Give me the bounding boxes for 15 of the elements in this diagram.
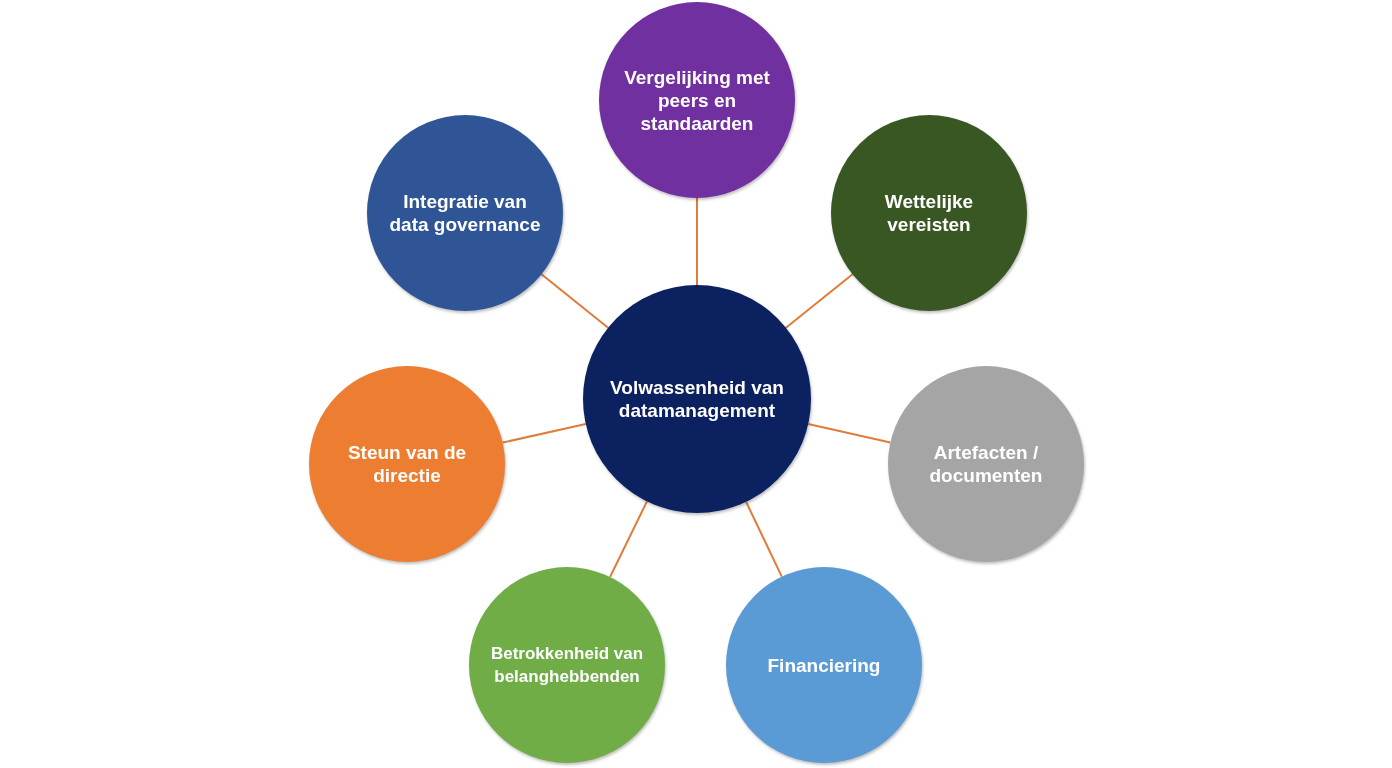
topic-label: Artefacten / documenten: [928, 441, 1044, 487]
connector-line: [745, 500, 783, 578]
topic-label: Betrokkenheid van belanghebbenden: [489, 643, 645, 688]
topic-label: Wettelijke vereisten: [883, 190, 975, 236]
topic-label: Financiering: [767, 653, 881, 677]
connector-line: [784, 273, 854, 329]
connector-line: [609, 500, 648, 578]
topic-label: Steun van de directie: [346, 441, 468, 487]
connector-line: [501, 422, 587, 444]
topic-label: Vergelijking met peers en standaarden: [623, 65, 771, 135]
topic-label: Integratie van data governance: [388, 190, 542, 236]
connector-line: [807, 423, 892, 444]
connector-line: [540, 273, 610, 329]
topic-label: Volwassenheid van datamanagement: [609, 376, 785, 422]
connector-line: [696, 197, 698, 286]
